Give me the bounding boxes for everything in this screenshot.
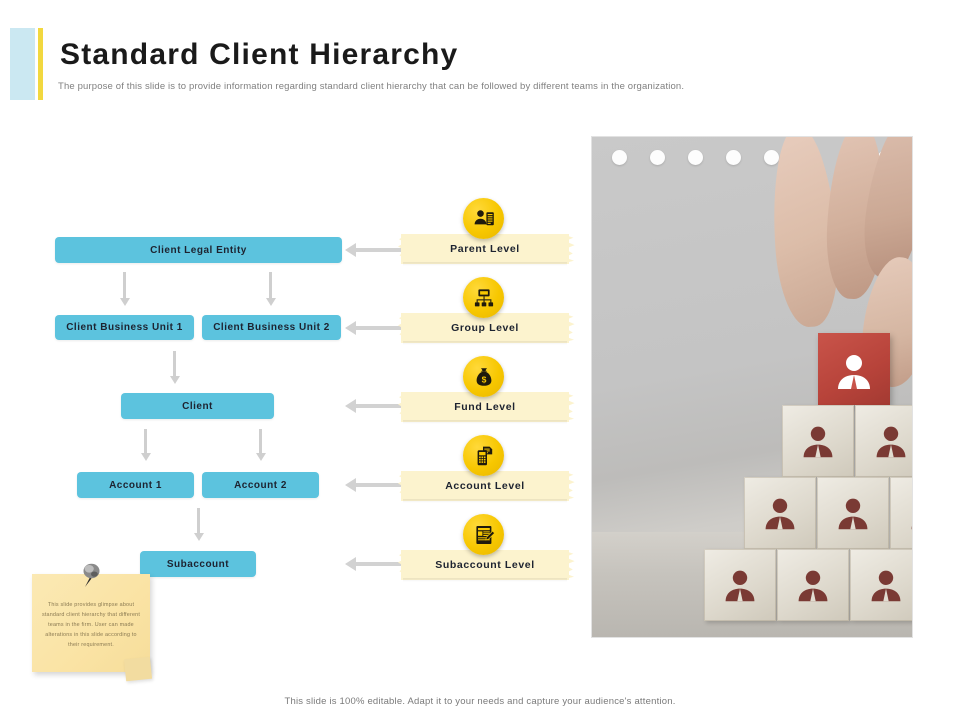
ribbon-fund: [401, 392, 569, 422]
ribbon-shadow-group: [403, 341, 567, 345]
photo-block: [855, 405, 912, 477]
photo-block: [817, 477, 889, 549]
photo-top-red-block: [818, 333, 890, 405]
push-pin-icon: [83, 563, 100, 587]
sticky-note: This slide provides glimpse about standa…: [32, 574, 150, 672]
level-label-group: Group Level: [451, 322, 519, 334]
node-account-2[interactable]: Account 2: [202, 472, 319, 498]
card-terminal-icon: [463, 435, 504, 476]
document-pen-icon: [463, 514, 504, 555]
ribbon-shadow-subaccount: [403, 578, 567, 582]
connector-arrow-account-level: [345, 478, 407, 492]
photo-block: [890, 477, 912, 549]
level-account[interactable]: Account Level: [401, 435, 569, 503]
level-label-fund: Fund Level: [454, 401, 516, 413]
level-label-parent: Parent Level: [450, 243, 520, 255]
node-subaccount[interactable]: Subaccount: [140, 551, 256, 577]
down-arrow-bu-to-client: [169, 351, 180, 384]
money-bag-icon: $: [463, 356, 504, 397]
connector-arrow-fund-level: [345, 399, 407, 413]
level-label-account: Account Level: [445, 480, 525, 492]
level-subaccount[interactable]: Subaccount Level: [401, 514, 569, 582]
level-parent[interactable]: Parent Level: [401, 198, 569, 266]
ribbon-shadow-parent: [403, 262, 567, 266]
level-group[interactable]: Group Level: [401, 277, 569, 345]
connector-arrow-group-level: [345, 321, 407, 335]
photo-block: [850, 549, 912, 621]
node-client-business-unit-2[interactable]: Client Business Unit 2: [202, 315, 341, 340]
ribbon-shadow-account: [403, 499, 567, 503]
photo-block: [704, 549, 776, 621]
ribbon-subaccount: [401, 550, 569, 580]
connector-arrow-parent-level: [345, 243, 407, 257]
node-client-legal-entity[interactable]: Client Legal Entity: [55, 237, 342, 263]
photo-block: [777, 549, 849, 621]
hierarchy-photo: [592, 137, 912, 637]
connector-arrow-subaccount-level: [345, 557, 407, 571]
photo-block: [744, 477, 816, 549]
page-subtitle: The purpose of this slide is to provide …: [58, 81, 685, 92]
down-arrow-legal-to-bu2: [265, 272, 276, 306]
svg-text:$: $: [481, 374, 486, 384]
ribbon-shadow-fund: [403, 420, 567, 424]
page-title: Standard Client Hierarchy: [60, 38, 459, 71]
node-account-1[interactable]: Account 1: [77, 472, 194, 498]
level-fund[interactable]: Fund Level $: [401, 356, 569, 424]
header-accent-blue-bar: [10, 28, 35, 100]
down-arrow-legal-to-bu1: [119, 272, 130, 306]
org-chart-icon: [463, 277, 504, 318]
sticky-note-text: This slide provides glimpse about standa…: [41, 602, 141, 648]
ribbon-group: [401, 313, 569, 343]
person-document-icon: [463, 198, 504, 239]
level-label-subaccount: Subaccount Level: [435, 559, 535, 571]
down-arrow-client-to-account-2: [255, 429, 266, 461]
header-accent-yellow-bar: [38, 28, 43, 100]
ribbon-parent: [401, 234, 569, 264]
ribbon-account: [401, 471, 569, 501]
down-arrow-client-to-account-1: [140, 429, 151, 461]
down-arrow-account-to-subaccount: [193, 508, 204, 541]
photo-block: [782, 405, 854, 477]
node-client[interactable]: Client: [121, 393, 274, 419]
footer-note: This slide is 100% editable. Adapt it to…: [284, 696, 676, 707]
node-client-business-unit-1[interactable]: Client Business Unit 1: [55, 315, 194, 340]
